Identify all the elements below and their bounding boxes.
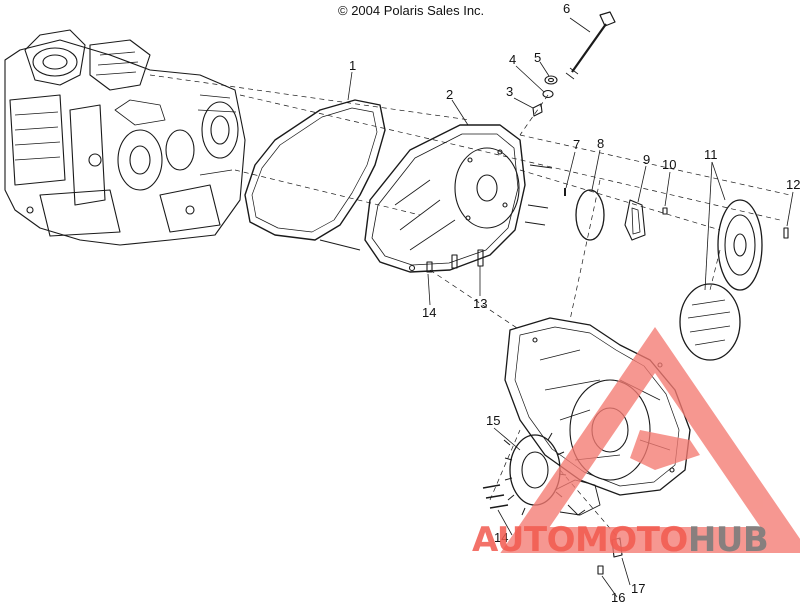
callout-10: 10 [662,157,677,172]
callout-3: 3 [506,84,514,99]
outer-cover [364,124,526,273]
callout-13: 13 [473,296,488,311]
callout-11: 11 [704,147,718,162]
watermark-logo [500,326,800,553]
callout-1: 1 [349,58,357,73]
watermark-text-primary: AUTOMOTO [472,520,688,560]
dashed-leaders [149,74,791,541]
callout-8: 8 [597,136,605,151]
copyright-notice: © 2004 Polaris Sales Inc. [338,3,485,18]
small-screw [662,207,668,215]
callout-4: 4 [509,52,517,67]
callout-2: 2 [446,87,454,102]
callout-leaders [347,17,794,598]
cover-screw [783,227,789,239]
retaining-clip [624,199,646,241]
callout-7: 7 [573,137,581,152]
o-ring [575,189,605,241]
callout-9: 9 [643,152,651,167]
callout-14-lower: 14 [494,530,509,545]
watermark-text: AUTOMOTOHUB [472,520,769,560]
callout-15: 15 [486,413,501,428]
callout-12: 12 [786,177,800,192]
callout-14-upper: 14 [422,305,437,320]
engine-block [4,29,246,246]
adjuster-bolt [532,11,616,117]
cover-bolts [426,164,553,273]
inspection-cover [679,199,763,361]
callout-16: 16 [611,590,626,603]
callout-17: 17 [631,581,646,596]
callout-5: 5 [534,50,542,65]
watermark-text-secondary: HUB [687,520,769,560]
gasket [244,99,386,251]
callout-6: 6 [563,1,571,16]
